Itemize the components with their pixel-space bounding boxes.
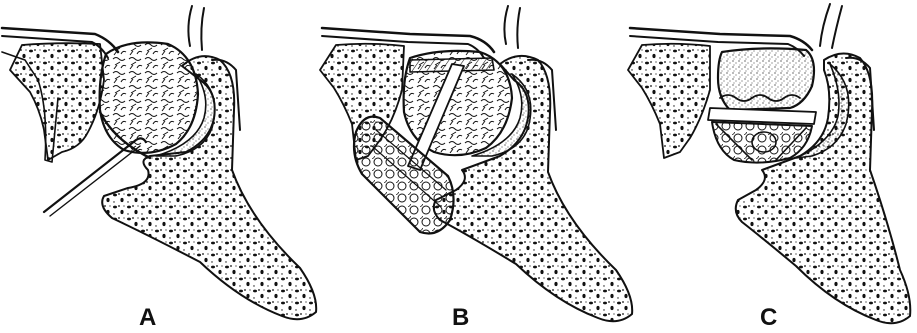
panel-label-b: B	[452, 306, 469, 330]
panel-label-a: A	[139, 306, 156, 330]
panel-b	[320, 6, 632, 321]
pituitary-stalk-c	[820, 4, 842, 48]
nasal-bone-c	[628, 44, 710, 158]
pituitary-stalk-b	[504, 6, 520, 48]
panel-c	[628, 4, 910, 323]
panel-a	[2, 6, 316, 319]
diaphragm-stippled-c	[718, 48, 814, 110]
panel-label-c: C	[760, 306, 777, 330]
pituitary-stalk-a	[188, 6, 204, 50]
tumor-mass-a	[100, 42, 198, 153]
